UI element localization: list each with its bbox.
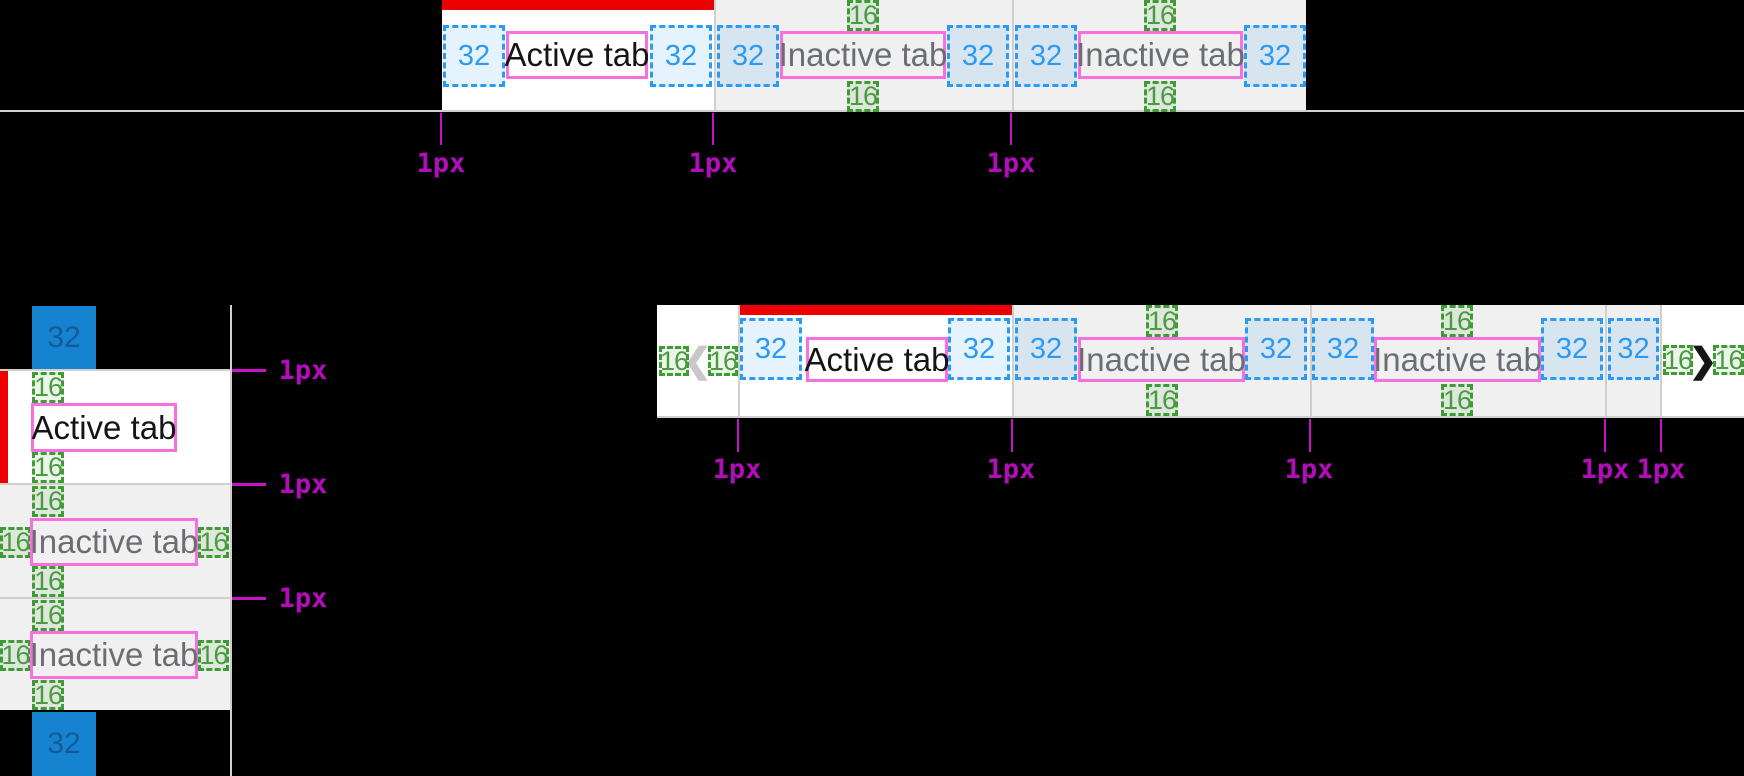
active-tab-indicator [740,305,1012,315]
tab-divider [1310,305,1312,416]
border-measure-line [440,113,442,145]
tab-label-bounds: Inactive tab [30,518,198,566]
tab-label-bounds: Inactive tab [1076,31,1245,79]
h-padding-32-box: 32 [740,318,802,380]
h-padding-16-box: 16 [1713,344,1744,375]
tab-inactive[interactable] [1014,0,1306,110]
v-padding-16-box: 16 [1144,81,1176,112]
v-padding-16-box: 16 [1146,384,1178,416]
border-measure-label: 1px [712,454,762,485]
h-padding-16-box: 16 [659,345,689,376]
h-padding-16-box: 16 [1663,344,1693,375]
tab-divider [1012,305,1014,416]
v-padding-16-box: 16 [1146,305,1178,337]
border-measure-line [232,597,266,600]
v-padding-16-box: 16 [847,81,879,112]
h-padding-32-box: 32 [1312,318,1374,380]
border-measure-label: 1px [986,148,1036,179]
v-padding-16-box: 16 [32,486,64,517]
tab-active[interactable] [740,305,1012,416]
border-measure-label: 1px [1284,454,1334,485]
h-padding-32-box: 32 [1608,318,1659,380]
tab-active[interactable] [0,371,230,483]
tablist-right-border [230,305,232,776]
border-measure-line [232,369,266,372]
tab-partial[interactable] [1607,305,1660,416]
tab-label-bounds: Active tab [31,403,177,452]
h-padding-32-box: 32 [1541,318,1603,380]
h-padding-32-box: 32 [717,25,779,87]
h-padding-16-box: 16 [198,640,229,671]
border-measure-label: 1px [986,454,1036,485]
spacer-32-square: 32 [32,712,96,776]
scroll-right-button[interactable]: ❯ [1662,305,1744,416]
v-padding-16-box: 16 [847,0,879,31]
border-measure-line [1604,419,1606,452]
tab-inactive[interactable] [1312,305,1605,416]
border-measure-label: 1px [688,148,738,179]
v-padding-16-box: 16 [32,372,64,403]
h-padding-32-box: 32 [443,25,505,87]
h-padding-32-box: 32 [650,25,712,87]
active-tab-indicator [0,371,8,483]
h-padding-16-box: 16 [198,527,229,558]
tab-inactive[interactable] [1014,305,1310,416]
h-padding-16-box: 16 [0,640,31,671]
v-padding-16-box: 16 [1144,0,1176,31]
tab-inactive[interactable] [0,485,230,597]
tab-active[interactable] [442,0,714,110]
v-padding-16-box: 16 [1441,384,1473,416]
border-measure-label: 1px [416,148,466,179]
tablist-top-border [0,369,232,371]
active-tab-indicator [442,0,714,10]
h-padding-32-box: 32 [1245,318,1307,380]
border-measure-line [712,113,714,145]
v-padding-16-box: 16 [32,566,64,597]
v-padding-16-box: 16 [32,600,64,631]
tab-divider [1605,305,1607,416]
border-measure-label: 1px [278,469,328,500]
v-padding-16-box: 16 [32,679,64,710]
border-measure-label: 1px [278,583,328,614]
angle-right-icon: ❯ [1688,341,1718,380]
tab-label-bounds: Inactive tab [1077,337,1246,382]
tab-divider [1660,305,1662,416]
border-measure-line [1010,113,1012,145]
border-measure-label: 1px [1636,454,1686,485]
tab-label-bounds: Active tab [505,31,649,79]
border-measure-line [1660,419,1662,452]
h-padding-32-box: 32 [1244,25,1306,87]
tab-divider [1012,0,1014,110]
h-padding-32-box: 32 [947,25,1009,87]
border-measure-line [232,483,266,486]
tab-label-bounds: Inactive tab [30,631,198,679]
tab-label-bounds: Active tab [805,337,949,382]
border-measure-line [1309,419,1311,452]
tab-inactive[interactable] [716,0,1012,110]
scroll-tabbar-bottom-border [657,416,1744,418]
tab-divider [0,597,230,599]
border-measure-line [1011,419,1013,452]
h-padding-16-box: 16 [708,345,738,376]
h-padding-32-box: 32 [1015,318,1077,380]
tab-inactive[interactable] [0,599,230,710]
tab-divider [0,483,230,485]
v-padding-16-box: 16 [32,452,64,483]
h-padding-32-box: 32 [948,318,1010,380]
spacer-32-square: 32 [32,306,96,370]
tab-label-bounds: Inactive tab [1373,337,1542,382]
h-padding-16-box: 16 [0,527,31,558]
tab-divider [738,305,740,416]
border-measure-line [737,419,739,452]
v-padding-16-box: 16 [1441,305,1473,337]
h-padding-32-box: 32 [1015,25,1077,87]
border-measure-label: 1px [278,355,328,386]
border-measure-label: 1px [1580,454,1630,485]
tab-divider [714,0,716,110]
tab-label-bounds: Inactive tab [779,31,947,79]
